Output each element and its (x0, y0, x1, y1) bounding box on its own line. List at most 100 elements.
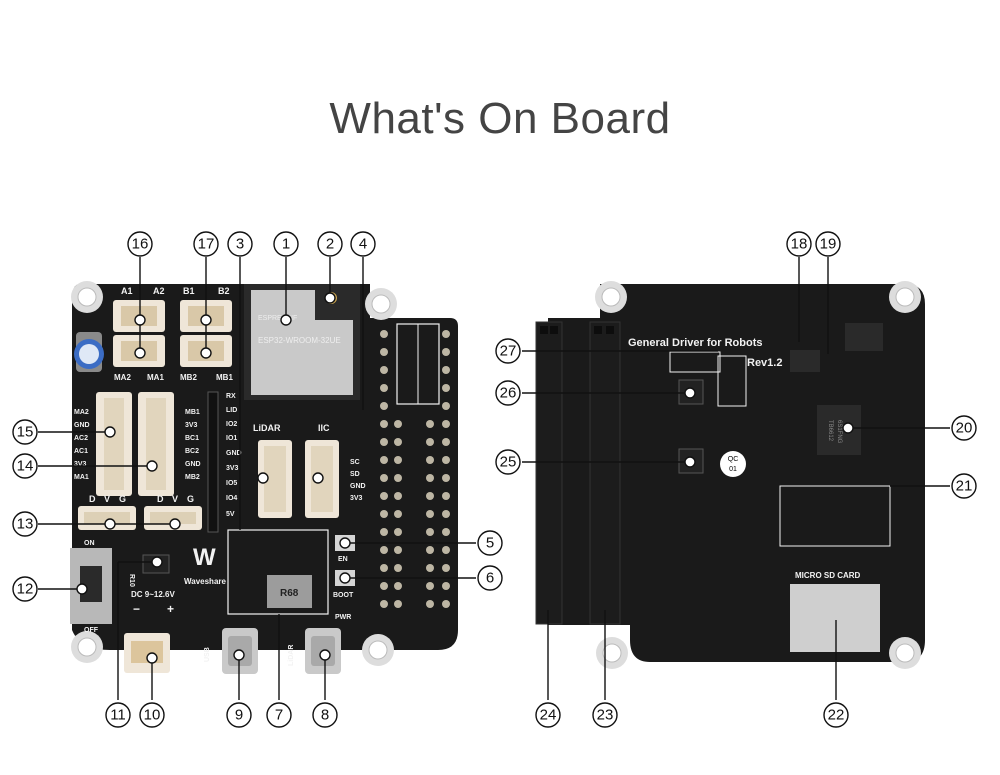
label-mb2: MB2 (180, 373, 197, 382)
dc-input-connector (124, 633, 170, 673)
pin-label: AC1 (74, 448, 88, 455)
svg-text:01: 01 (729, 466, 737, 473)
lidar-label: LiDAR (253, 423, 281, 433)
lidar-usb-label: LiDAR (288, 645, 295, 666)
svg-text:26: 26 (500, 385, 517, 402)
svg-text:8: 8 (321, 707, 329, 724)
svg-text:20: 20 (956, 420, 973, 437)
pin-label: GND (74, 422, 90, 429)
svg-text:QC: QC (728, 456, 739, 463)
header-24 (535, 321, 563, 625)
inductor-label: R68 (280, 588, 299, 599)
mounting-hole (365, 288, 397, 320)
pin-label: MA2 (74, 409, 89, 416)
label-a2: A2 (153, 286, 165, 296)
minus-label: − (133, 602, 140, 616)
pin-label: AC2 (74, 435, 88, 442)
label-a1: A1 (121, 286, 133, 296)
pin-label: LID (226, 407, 237, 414)
servo-label: G (187, 494, 194, 504)
module-label: ESP32-WROOM-32UE (258, 336, 341, 345)
board-title: General Driver for Robots (628, 337, 762, 349)
callout-9: 9 (226, 702, 252, 728)
callout-10: 10 (139, 702, 165, 728)
mounting-hole (596, 637, 628, 669)
plus-label: + (167, 602, 174, 616)
pin-label: GND (185, 461, 201, 468)
pin-label: 3V3 (185, 422, 198, 429)
esp32-module: ESPRESSIF ESP32-WROOM-32UE (244, 284, 360, 400)
label-mb1: MB1 (216, 373, 233, 382)
svg-text:4: 4 (359, 236, 367, 253)
r10-label: R10 (128, 574, 135, 587)
brand-label: Waveshare (184, 577, 227, 586)
pin-label: 5V (226, 511, 235, 518)
callout-15: 15 (12, 419, 38, 445)
pin-label: IO1 (226, 435, 237, 442)
pin-label: SD (350, 471, 360, 478)
callout-26: 26 (495, 380, 521, 406)
callout-23: 23 (592, 702, 618, 728)
servo-label: G (119, 494, 126, 504)
svg-text:23: 23 (597, 707, 614, 724)
power-input-label: DC 9~12.6V (131, 590, 175, 599)
pin-label: MB2 (185, 474, 200, 481)
motor-header-left (96, 392, 132, 496)
pin-label: BC2 (185, 448, 199, 455)
en-label: EN (338, 556, 348, 563)
svg-text:25: 25 (500, 454, 517, 471)
motor-driver-chip: TB6612 6S1FNG (817, 405, 861, 455)
pin-label: 3V3 (74, 461, 87, 468)
gpio-header (396, 323, 440, 405)
servo-label: D (157, 494, 164, 504)
svg-text:17: 17 (198, 236, 215, 253)
callout-13: 13 (12, 511, 38, 537)
pin-label: MB1 (185, 409, 200, 416)
pin-label: 3V3 (226, 465, 239, 472)
label-b2: B2 (218, 286, 230, 296)
svg-text:3: 3 (236, 236, 244, 253)
svg-text:24: 24 (540, 707, 557, 724)
pin-label: IO5 (226, 480, 237, 487)
boot-label: BOOT (333, 592, 354, 599)
callout-5: 5 (477, 530, 503, 556)
callout-dots (76, 292, 854, 664)
power-switch[interactable]: ON OFF (70, 540, 112, 634)
region-21 (779, 485, 891, 547)
callout-1: 1 (273, 231, 299, 257)
front-board: A1 A2 B1 B2 MA2 MA1 MB2 MB1 ESPRESSIF ES… (70, 281, 458, 674)
callout-6: 6 (477, 565, 503, 591)
mounting-hole (889, 637, 921, 669)
svg-text:7: 7 (275, 707, 283, 724)
servo-label: V (104, 494, 110, 504)
callout-4: 4 (350, 231, 376, 257)
svg-text:11: 11 (110, 707, 126, 724)
svg-text:18: 18 (791, 236, 808, 253)
svg-text:19: 19 (820, 236, 837, 253)
mounting-hole (71, 281, 103, 313)
callout-7: 7 (266, 702, 292, 728)
header-pins (380, 330, 450, 608)
servo-label: V (172, 494, 178, 504)
micro-sd-slot[interactable] (790, 584, 880, 652)
svg-text:TB6612: TB6612 (827, 420, 833, 442)
switch-off-label: OFF (84, 627, 99, 634)
back-board: General Driver for Robots Rev1.2 QC 01 T… (535, 281, 925, 669)
svg-text:2: 2 (326, 236, 334, 253)
callout-12: 12 (12, 576, 38, 602)
callout-3: 3 (227, 231, 253, 257)
callout-25: 25 (495, 449, 521, 475)
callout-21: 21 (951, 473, 977, 499)
ina-chip (845, 323, 883, 351)
module-vendor: ESPRESSIF (258, 315, 297, 322)
header-23 (589, 321, 621, 625)
callout-24: 24 (535, 702, 561, 728)
pwr-led-label: PWR (335, 614, 351, 621)
callout-22: 22 (823, 702, 849, 728)
callout-27: 27 (495, 338, 521, 364)
label-b1: B1 (183, 286, 195, 296)
callout-16: 16 (127, 231, 153, 257)
sd-card-label: MICRO SD CARD (795, 571, 861, 580)
svg-text:22: 22 (828, 707, 845, 724)
svg-text:12: 12 (17, 581, 34, 598)
